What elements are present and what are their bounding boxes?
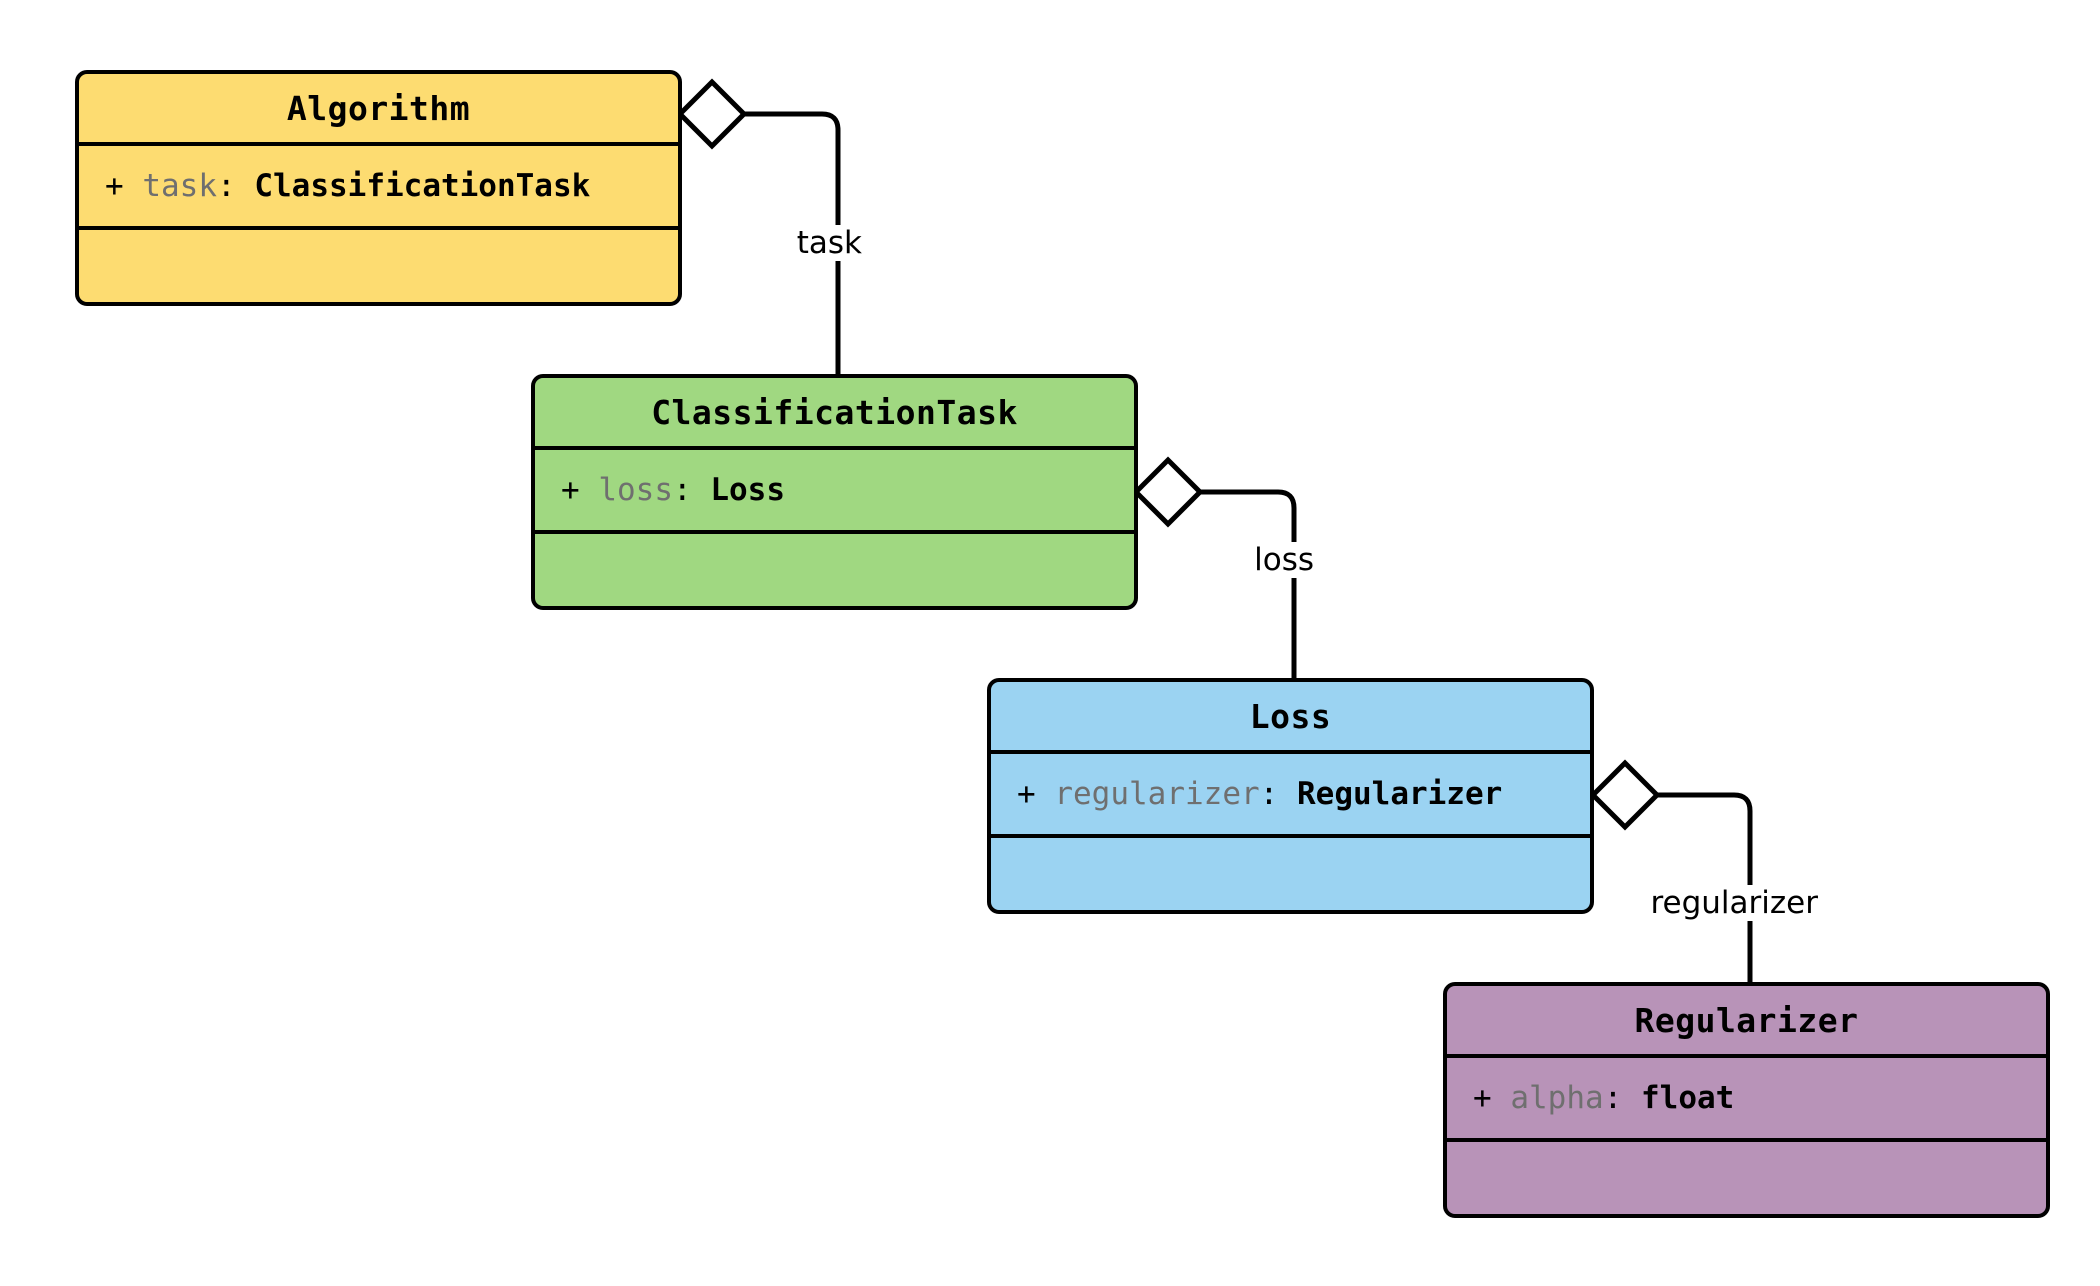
uml-class-algorithm[interactable]: Algorithm + task: ClassificationTask <box>75 70 682 306</box>
attribute-type: ClassificationTask <box>254 167 591 204</box>
attribute-visibility: + <box>105 167 124 204</box>
attribute-row: + loss: Loss <box>561 471 1134 510</box>
class-methods-classification-task <box>535 534 1134 606</box>
attribute-name: loss <box>598 471 673 508</box>
attribute-colon: : <box>673 471 692 508</box>
class-attributes-loss: + regularizer: Regularizer <box>991 754 1590 838</box>
relationship-loss-regularizer[interactable] <box>1589 759 1753 982</box>
edge-label-loss-regularizer: regularizer <box>1646 885 1822 921</box>
attribute-type: Regularizer <box>1297 775 1503 812</box>
attribute-row: + regularizer: Regularizer <box>1017 775 1590 814</box>
attribute-space <box>692 472 711 508</box>
attribute-visibility: + <box>1473 1079 1492 1116</box>
aggregation-diamond-icon <box>1132 456 1204 528</box>
class-attributes-regularizer: + alpha: float <box>1447 1058 2046 1142</box>
edge-label-algorithm-task: task <box>792 225 866 261</box>
attribute-type: float <box>1641 1079 1735 1116</box>
attribute-space <box>1278 776 1297 812</box>
attribute-space <box>1492 1080 1511 1116</box>
attribute-row: + alpha: float <box>1473 1079 2046 1118</box>
class-name-loss: Loss <box>1249 696 1332 736</box>
class-name-algorithm: Algorithm <box>286 88 471 128</box>
attribute-colon: : <box>1259 775 1279 812</box>
attribute-name: regularizer <box>1054 775 1260 812</box>
class-methods-loss <box>991 838 1590 910</box>
attribute-space <box>124 168 143 204</box>
class-header-regularizer: Regularizer <box>1447 986 2046 1058</box>
attribute-visibility: + <box>1017 775 1036 812</box>
class-attributes-classification-task: + loss: Loss <box>535 450 1134 534</box>
attribute-space <box>580 472 599 508</box>
attribute-space <box>1036 776 1055 812</box>
class-methods-regularizer <box>1447 1142 2046 1214</box>
relationship-line <box>1200 489 1297 678</box>
attribute-space <box>1622 1080 1641 1116</box>
class-methods-algorithm <box>79 230 678 302</box>
attribute-name: task <box>142 167 217 204</box>
class-name-regularizer: Regularizer <box>1634 1000 1859 1040</box>
aggregation-diamond-icon <box>676 78 748 150</box>
uml-class-loss[interactable]: Loss + regularizer: Regularizer <box>987 678 1594 914</box>
class-attributes-algorithm: + task: ClassificationTask <box>79 146 678 230</box>
attribute-colon: : <box>217 167 236 204</box>
uml-class-classification-task[interactable]: ClassificationTask + loss: Loss <box>531 374 1138 610</box>
attribute-name: alpha <box>1510 1079 1604 1116</box>
attribute-colon: : <box>1603 1079 1623 1116</box>
class-header-algorithm: Algorithm <box>79 74 678 146</box>
class-name-classification-task: ClassificationTask <box>651 392 1018 432</box>
edge-label-classificationtask-loss: loss <box>1250 542 1318 578</box>
attribute-type: Loss <box>710 471 785 508</box>
attribute-row: + task: ClassificationTask <box>105 167 678 206</box>
attribute-visibility: + <box>561 471 580 508</box>
uml-class-regularizer[interactable]: Regularizer + alpha: float <box>1443 982 2050 1218</box>
attribute-space <box>236 168 255 204</box>
class-header-classification-task: ClassificationTask <box>535 378 1134 450</box>
aggregation-diamond-icon <box>1589 759 1661 831</box>
class-header-loss: Loss <box>991 682 1590 754</box>
